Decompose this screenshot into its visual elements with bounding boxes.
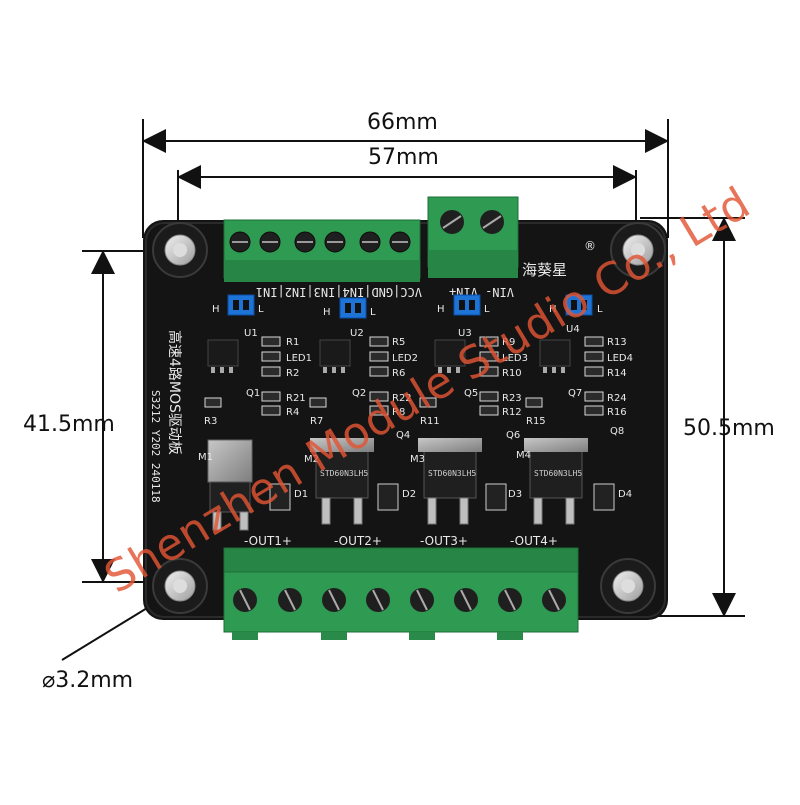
- side-text: 高速4路MOS驱动板: [166, 330, 183, 455]
- svg-text:R1: R1: [286, 337, 299, 348]
- smd-components: [204, 336, 604, 416]
- svg-text:D2: D2: [402, 489, 416, 500]
- svg-text:Q1: Q1: [246, 388, 260, 399]
- driver-ics: U1 U2 U3 U4: [207, 324, 580, 373]
- svg-text:R22: R22: [392, 393, 412, 404]
- svg-text:H: H: [549, 304, 557, 315]
- svg-text:Q4: Q4: [396, 430, 410, 441]
- svg-text:R11: R11: [420, 416, 440, 427]
- dim-hole-diameter: ⌀3.2mm: [42, 668, 134, 693]
- svg-text:Q6: Q6: [506, 430, 520, 441]
- ic-label: U4: [566, 324, 580, 335]
- power-terminal-block: [427, 196, 519, 278]
- svg-text:R9: R9: [502, 337, 515, 348]
- svg-text:LED2: LED2: [392, 353, 418, 364]
- svg-text:L: L: [484, 304, 490, 315]
- brand-text: 海葵星: [522, 261, 567, 279]
- mosfets: STD60N3LH5 STD60N3LH5 STD60N3LH5 M1 M2 M…: [198, 438, 588, 531]
- input-terminal-block: [223, 219, 421, 282]
- svg-text:L: L: [258, 304, 264, 315]
- svg-text:H: H: [323, 307, 331, 318]
- diodes: D1 D2 D3 D4: [269, 483, 632, 511]
- svg-text:M4: M4: [516, 450, 531, 461]
- ic-label: U3: [458, 328, 472, 339]
- silkscreen-labels: R1 R2 R5 R6 R9 R10 R13 R14 LED1 LED2 LED…: [204, 337, 633, 441]
- svg-text:R2: R2: [286, 368, 299, 379]
- svg-text:R12: R12: [502, 407, 522, 418]
- svg-text:M3: M3: [410, 454, 425, 465]
- registered-mark: ®: [584, 239, 596, 253]
- dim-height-left: 41.5mm: [23, 412, 115, 437]
- dim-height-right: 50.5mm: [683, 416, 775, 441]
- dim-width-inner: 57mm: [368, 145, 439, 170]
- svg-text:D4: D4: [618, 489, 632, 500]
- ic-label: U1: [244, 328, 258, 339]
- svg-text:LED1: LED1: [286, 353, 312, 364]
- header-label: VCC|GND|IN4|IN3|IN2|IN1: [256, 285, 422, 299]
- svg-text:R16: R16: [607, 407, 627, 418]
- svg-text:R10: R10: [502, 368, 522, 379]
- svg-text:LED3: LED3: [502, 353, 528, 364]
- output-terminal-block: [223, 547, 579, 640]
- svg-text:R14: R14: [607, 368, 627, 379]
- output-label: -OUT3+: [420, 534, 468, 548]
- svg-text:H: H: [212, 304, 220, 315]
- svg-text:R6: R6: [392, 368, 405, 379]
- svg-text:R7: R7: [310, 416, 323, 427]
- svg-text:Q8: Q8: [610, 426, 624, 437]
- svg-text:R4: R4: [286, 407, 299, 418]
- svg-text:L: L: [597, 304, 603, 315]
- svg-text:R8: R8: [392, 407, 405, 418]
- svg-text:R23: R23: [502, 393, 522, 404]
- ic-label: U2: [350, 328, 364, 339]
- mounting-holes: [152, 222, 666, 614]
- svg-text:STD60N3LH5: STD60N3LH5: [320, 469, 368, 478]
- svg-text:M2: M2: [304, 454, 319, 465]
- svg-text:R21: R21: [286, 393, 306, 404]
- output-label: -OUT4+: [510, 534, 558, 548]
- svg-text:R24: R24: [607, 393, 627, 404]
- dim-width-outer: 66mm: [367, 110, 438, 135]
- output-labels: -OUT1+ -OUT2+ -OUT3+ -OUT4+: [244, 534, 558, 548]
- svg-text:H: H: [437, 304, 445, 315]
- output-label: -OUT1+: [244, 534, 292, 548]
- svg-text:Q7: Q7: [568, 388, 582, 399]
- svg-text:STD60N3LH5: STD60N3LH5: [428, 469, 476, 478]
- svg-text:Q2: Q2: [352, 388, 366, 399]
- svg-text:D3: D3: [508, 489, 522, 500]
- output-label: -OUT2+: [334, 534, 382, 548]
- svg-text:L: L: [370, 307, 376, 318]
- svg-text:STD60N3LH5: STD60N3LH5: [534, 469, 582, 478]
- svg-text:Q5: Q5: [464, 388, 478, 399]
- svg-text:R3: R3: [204, 416, 217, 427]
- svg-text:R15: R15: [526, 416, 546, 427]
- version-text: S3212 Y202 240118: [149, 390, 162, 503]
- svg-text:R5: R5: [392, 337, 405, 348]
- svg-text:LED4: LED4: [607, 353, 633, 364]
- svg-text:D1: D1: [294, 489, 308, 500]
- svg-text:R13: R13: [607, 337, 627, 348]
- svg-text:M1: M1: [198, 452, 213, 463]
